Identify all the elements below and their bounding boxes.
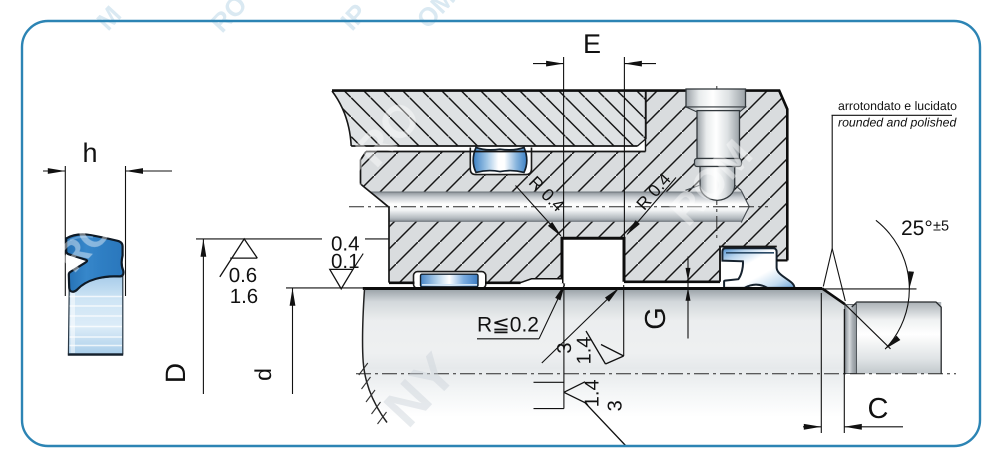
svg-text:0.1: 0.1 bbox=[331, 250, 360, 273]
svg-text:C: C bbox=[868, 393, 889, 425]
svg-text:D: D bbox=[160, 363, 191, 383]
svg-text:1.4: 1.4 bbox=[582, 379, 604, 407]
svg-text:R≦0.2: R≦0.2 bbox=[477, 314, 539, 337]
svg-text:1.6: 1.6 bbox=[230, 285, 259, 308]
svg-text:1.4: 1.4 bbox=[574, 337, 596, 365]
svg-text:0.4: 0.4 bbox=[331, 233, 360, 256]
svg-text:h: h bbox=[82, 138, 97, 168]
svg-text:3: 3 bbox=[605, 400, 627, 411]
svg-text:arrotondato e lucidato: arrotondato e lucidato bbox=[838, 99, 957, 113]
svg-text:E: E bbox=[583, 29, 601, 59]
svg-text:rounded and polished: rounded and polished bbox=[838, 116, 957, 130]
svg-text:±5: ±5 bbox=[933, 219, 949, 235]
svg-text:G: G bbox=[640, 307, 672, 330]
svg-text:25°: 25° bbox=[901, 217, 933, 240]
svg-text:d: d bbox=[250, 368, 276, 381]
svg-text:0.6: 0.6 bbox=[229, 264, 258, 287]
svg-text:3: 3 bbox=[554, 342, 576, 353]
